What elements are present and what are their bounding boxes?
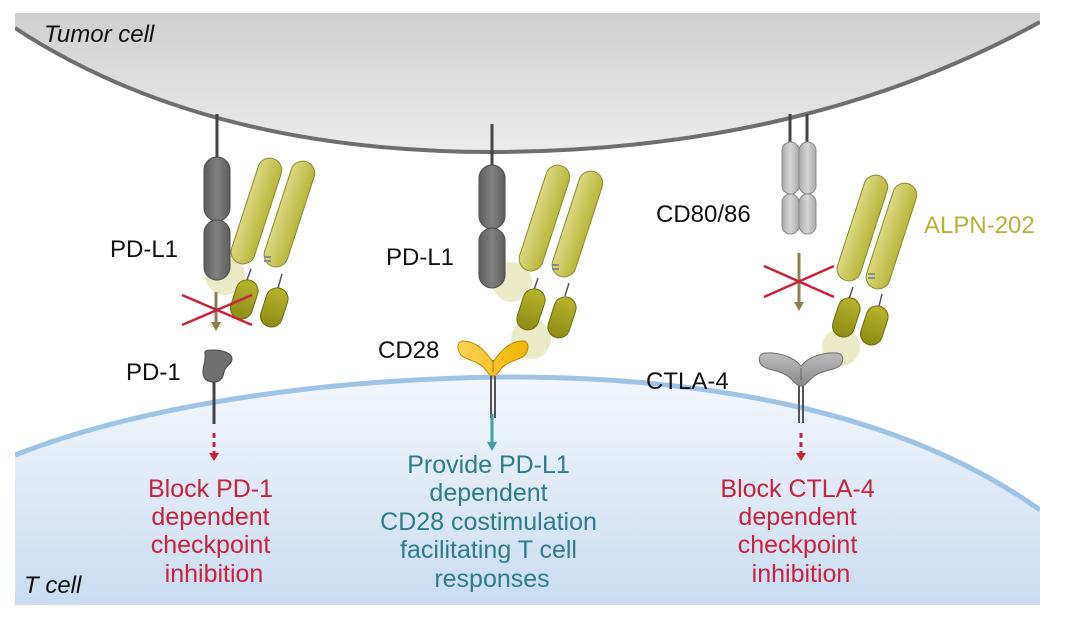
outcome-line: checkpoint [151,531,271,559]
ctla-4-protein [758,352,844,423]
panel-ctla4: CD80/86 ALPN-202 CTLA-4 [646,114,1035,588]
ctla-4-label: CTLA-4 [646,368,729,395]
outcome-line: dependent [738,503,856,531]
panel-cd28: PD-L1 CD28 Provide PD-L1 dependent CD28 … [378,124,604,593]
t-cell [15,374,1040,605]
outcome-line: Provide PD-L1 [407,451,570,479]
blocked-signal-arrow [794,253,804,311]
outcome-line: inhibition [752,560,851,588]
costimulation-signal-arrow [487,414,497,451]
outcome-line: Block PD-1 [148,475,273,503]
tumor-cell-body [15,13,1040,153]
outcome-line: CD28 costimulation [380,508,597,536]
outcome-line: checkpoint [738,531,858,559]
inhibition-signal-arrow [209,433,219,461]
blocked-signal-arrow [211,292,221,331]
pd-1-protein [202,349,233,424]
alpn-202-molecule [832,174,918,346]
alpn-202-molecule [230,157,316,328]
alpn-202-molecule [516,164,604,339]
cd28-protein [457,340,529,418]
outcome-line: dependent [429,479,547,507]
outcome-line: dependent [151,503,269,531]
cd28-label: CD28 [378,337,439,364]
outcome-text-ctla4: Block CTLA-4 dependent checkpoint inhibi… [720,475,881,588]
cd80-86-protein [781,114,817,235]
outcome-line: responses [434,565,549,593]
alpn-202-label: ALPN-202 [924,212,1035,239]
outcome-line: inhibition [165,560,264,588]
cd80-86-label: CD80/86 [656,201,751,228]
t-cell-body [15,376,1040,605]
outcome-line: Block CTLA-4 [720,475,874,503]
tumor-cell-label: Tumor cell [44,21,155,48]
pd-l1-label: PD-L1 [110,236,178,263]
tumor-cell-membrane [15,20,1040,155]
pd-1-label: PD-1 [126,359,181,386]
tumor-cell [15,13,1040,155]
inhibition-signal-arrow [796,433,806,461]
outcome-text-pd1: Block PD-1 dependent checkpoint inhibiti… [148,475,280,588]
pd-l1-protein [478,124,506,289]
block-x-icon [763,264,835,299]
t-cell-membrane [15,374,1040,513]
panel-pd1: PD-L1 PD-1 Block PD-1 [110,114,316,588]
t-cell-label: T cell [24,572,82,599]
block-x-icon [181,293,253,327]
pd-l1-label: PD-L1 [386,244,454,271]
outcome-line: facilitating T cell [400,536,577,564]
pd-l1-protein [203,114,231,281]
outcome-text-cd28: Provide PD-L1 dependent CD28 costimulati… [380,451,604,593]
